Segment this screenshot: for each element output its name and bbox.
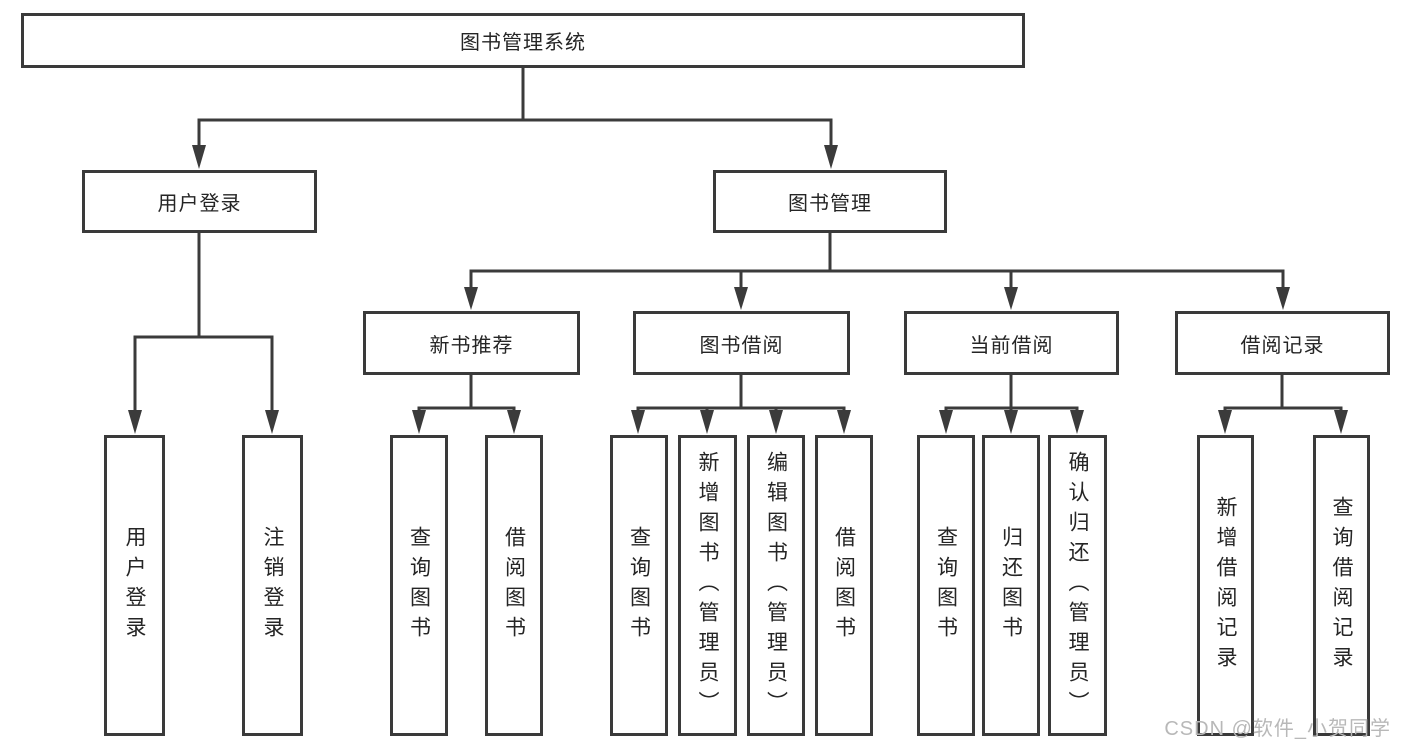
leaf-label: 新增图书（管理员） xyxy=(696,450,720,721)
node-new-book-recommend: 新书推荐 xyxy=(363,311,580,375)
leaf-label: 借阅图书 xyxy=(832,525,856,646)
leaf-label: 确认归还（管理员） xyxy=(1066,450,1090,721)
node-borrow-records: 借阅记录 xyxy=(1175,311,1390,375)
leaf-label: 借阅图书 xyxy=(502,525,526,646)
leaf-label: 注销登录 xyxy=(261,525,285,646)
leaf-label: 查询图书 xyxy=(934,525,958,646)
node-current-borrow: 当前借阅 xyxy=(904,311,1119,375)
leaf-user-login: 用户登录 xyxy=(104,435,165,736)
leaf-query-books-1: 查询图书 xyxy=(390,435,448,736)
leaf-borrow-books-1: 借阅图书 xyxy=(485,435,543,736)
leaf-label: 用户登录 xyxy=(123,525,147,646)
leaf-label: 新增借阅记录 xyxy=(1214,495,1238,676)
node-library-management-system: 图书管理系统 xyxy=(21,13,1025,68)
leaf-add-borrow-record: 新增借阅记录 xyxy=(1197,435,1254,736)
connector-edges xyxy=(133,68,1343,416)
leaf-label: 归还图书 xyxy=(999,525,1023,646)
csdn-watermark: CSDN @软件_小贺同学 xyxy=(1164,718,1391,740)
leaf-query-books-3: 查询图书 xyxy=(917,435,975,736)
arrowhead-icons xyxy=(128,145,1348,434)
leaf-label: 查询图书 xyxy=(627,525,651,646)
leaf-confirm-return-admin: 确认归还（管理员） xyxy=(1048,435,1107,736)
leaf-add-books-admin: 新增图书（管理员） xyxy=(678,435,737,736)
leaf-logout: 注销登录 xyxy=(242,435,303,736)
node-book-management: 图书管理 xyxy=(713,170,947,233)
leaf-borrow-books-2: 借阅图书 xyxy=(815,435,873,736)
leaf-return-books: 归还图书 xyxy=(982,435,1040,736)
node-book-borrow: 图书借阅 xyxy=(633,311,850,375)
node-user-login: 用户登录 xyxy=(82,170,317,233)
leaf-query-books-2: 查询图书 xyxy=(610,435,668,736)
leaf-label: 编辑图书（管理员） xyxy=(764,450,788,721)
leaf-label: 查询图书 xyxy=(407,525,431,646)
leaf-edit-books-admin: 编辑图书（管理员） xyxy=(747,435,805,736)
leaf-query-borrow-record: 查询借阅记录 xyxy=(1313,435,1370,736)
leaf-label: 查询借阅记录 xyxy=(1330,495,1354,676)
